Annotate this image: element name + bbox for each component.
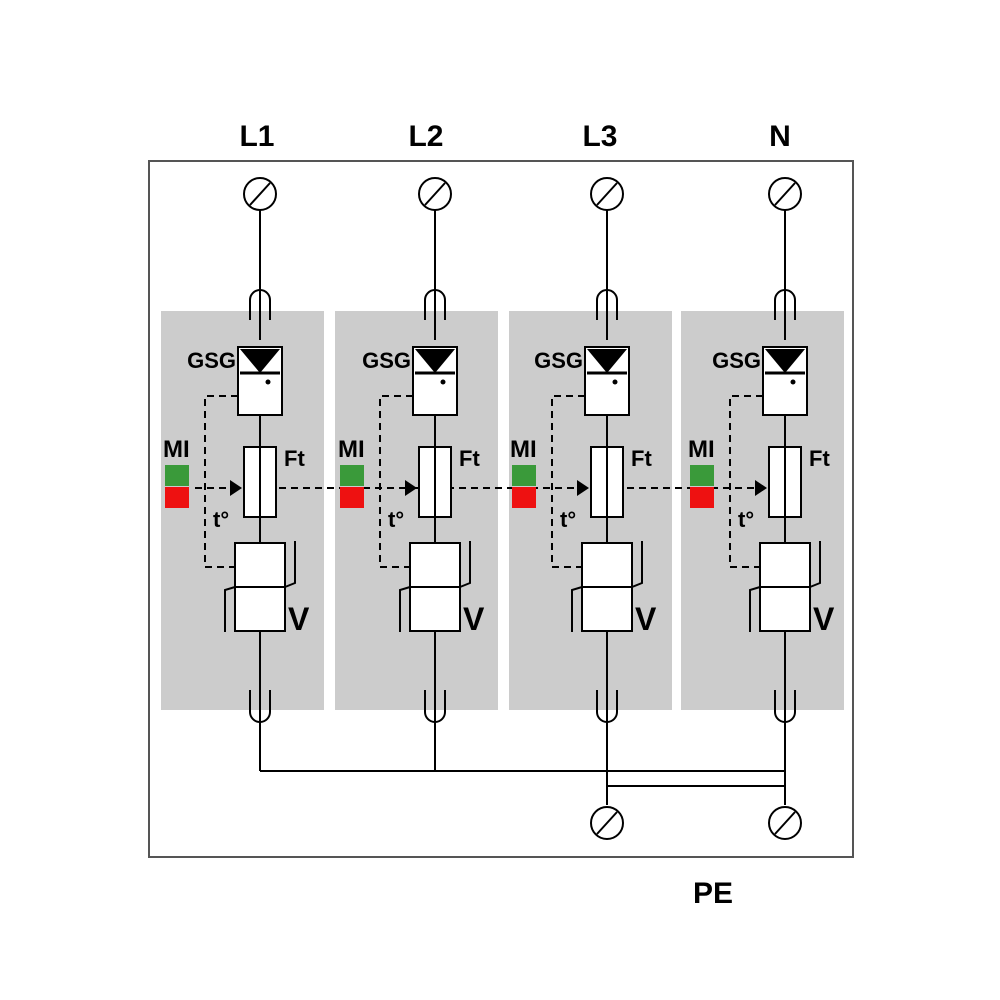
mi-label: MI	[688, 436, 715, 463]
gsg-label: GSG	[362, 348, 411, 373]
gsg-label: GSG	[712, 348, 761, 373]
gsg-label: GSG	[187, 348, 236, 373]
mi-label: MI	[338, 436, 365, 463]
protection-modules: GSG FtV MI t° GSG FtV MI t° GSG FtV MI t° GSG FtV MI t°	[161, 177, 844, 771]
thermal-trigger-icon	[755, 480, 767, 496]
plug-socket-bottom	[596, 690, 618, 723]
mi-label: MI	[510, 436, 537, 463]
pe-terminal-2	[768, 806, 802, 840]
indicator-ok	[690, 465, 714, 486]
spark-gap-icon	[765, 349, 805, 373]
pe-bus	[260, 770, 786, 805]
varistor-curve-left	[749, 586, 761, 632]
thermal-label: t°	[738, 507, 754, 532]
varistor-label: V	[463, 601, 485, 637]
pe-terminal-1	[590, 806, 624, 840]
spark-gap-icon	[587, 349, 627, 373]
thermal-coupling-dashed	[379, 395, 413, 568]
varistor-curve-left	[399, 586, 411, 632]
ft-label: Ft	[284, 446, 305, 471]
thermal-trigger-icon	[405, 480, 417, 496]
plug-socket-top	[774, 289, 796, 320]
varistor-curve-left	[224, 586, 236, 632]
module-l2: GSG FtV MI t°	[338, 177, 485, 771]
thermal-coupling-dashed	[551, 395, 585, 568]
thermal-trigger-icon	[577, 480, 589, 496]
plug-socket-bottom	[424, 690, 446, 723]
thermal-coupling-dashed	[204, 395, 238, 568]
terminal-label-n: N	[769, 120, 791, 153]
varistor-label: V	[635, 601, 657, 637]
varistor-curve-right	[809, 541, 821, 588]
module-l3: GSG FtV MI t°	[510, 177, 657, 771]
enclosure-outline	[148, 160, 854, 858]
varistor-label: V	[813, 601, 835, 637]
plug-socket-top	[249, 289, 271, 320]
indicator-ok	[340, 465, 364, 486]
spark-gap-box	[762, 346, 808, 416]
indicator-fault	[690, 487, 714, 508]
varistor-label: V	[288, 601, 310, 637]
ft-label: Ft	[631, 446, 652, 471]
plug-socket-top	[596, 289, 618, 320]
thermal-coupling-dashed	[729, 395, 763, 568]
varistor-curve-right	[284, 541, 296, 588]
indicator-fault	[165, 487, 189, 508]
plug-socket-bottom	[249, 690, 271, 723]
indicator-ok	[165, 465, 189, 486]
module-n: GSG FtV MI t°	[688, 177, 835, 771]
varistor-curve-right	[459, 541, 471, 588]
thermal-label: t°	[388, 507, 404, 532]
indicator-ok	[512, 465, 536, 486]
terminal-label-l1: L1	[239, 120, 274, 153]
indicator-fault	[512, 487, 536, 508]
thermal-trigger-icon	[230, 480, 242, 496]
ft-label: Ft	[459, 446, 480, 471]
varistor-curve-left	[571, 586, 583, 632]
gsg-label: GSG	[534, 348, 583, 373]
ft-label: Ft	[809, 446, 830, 471]
indicator-fault	[340, 487, 364, 508]
plug-socket-top	[424, 289, 446, 320]
module-l1: GSG FtV MI t°	[163, 177, 310, 771]
terminal-label-l3: L3	[582, 120, 617, 153]
terminal-label-l2: L2	[408, 120, 443, 153]
thermal-label: t°	[560, 507, 576, 532]
varistor-curve-right	[631, 541, 643, 588]
spark-gap-icon	[415, 349, 455, 373]
thermal-label: t°	[213, 507, 229, 532]
plug-socket-bottom	[774, 690, 796, 723]
spark-gap-icon	[240, 349, 280, 373]
terminal-label-pe: PE	[693, 877, 733, 910]
mi-label: MI	[163, 436, 190, 463]
